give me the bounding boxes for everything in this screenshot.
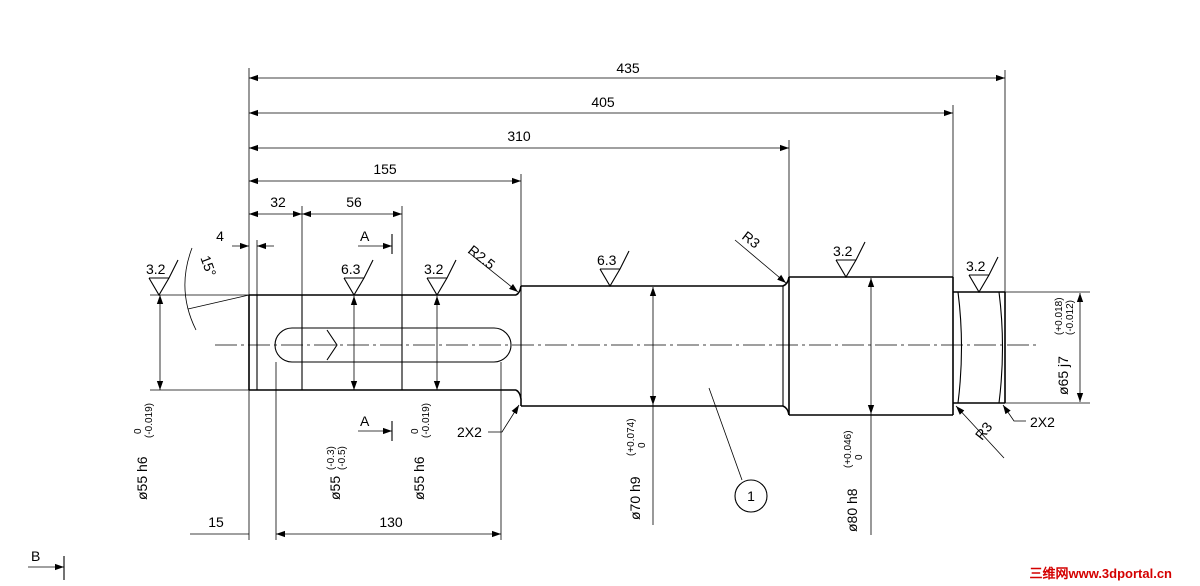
- dia-70-base: ø70 h9: [627, 476, 643, 520]
- top-dimensions: 435 405 310 155 32 56 4: [216, 60, 1006, 540]
- dia-55-mid-base: ø55 h6: [411, 456, 427, 500]
- dim-4: 4: [216, 228, 224, 244]
- watermark: 三维网www.3dportal.cn: [1029, 566, 1172, 581]
- chamfer-left: 2X2: [457, 424, 482, 440]
- radius-r2-5: R2.5: [465, 242, 498, 273]
- shaft-outline: [248, 276, 1006, 416]
- section-a-bottom: A: [360, 413, 370, 429]
- dia-65-lower: (-0.012): [1065, 300, 1076, 335]
- dia-55-mid-upper: 0: [410, 428, 421, 434]
- dim-405: 405: [591, 94, 615, 110]
- roughness-symbol-2: 6.3: [341, 259, 374, 297]
- angle-15: 15°: [184, 247, 250, 331]
- roughness-symbol-1: 3.2: [146, 259, 179, 297]
- dim-56: 56: [346, 194, 362, 210]
- svg-text:3.2: 3.2: [833, 243, 853, 259]
- svg-text:6.3: 6.3: [597, 252, 617, 268]
- bottom-dimensions: 15 130: [190, 362, 502, 540]
- dim-310: 310: [507, 128, 531, 144]
- angle-label: 15°: [197, 253, 219, 278]
- chamfer-right: 2X2: [1030, 414, 1055, 430]
- dia-80-lower: 0: [854, 454, 865, 460]
- dia-55-mid-lower: (-0.019): [421, 403, 432, 438]
- dia-65-upper: (+0.018): [1054, 297, 1065, 335]
- keyway: [274, 295, 512, 390]
- dia-70-lower: 0: [637, 442, 648, 448]
- roughness-symbol-6: 3.2: [966, 256, 999, 294]
- dia-55-left-base: ø55 h6: [134, 456, 150, 500]
- svg-text:6.3: 6.3: [341, 261, 361, 277]
- roughness-symbol-4: 6.3: [597, 250, 630, 288]
- radius-r3-top: R3: [739, 228, 763, 252]
- radius-r3-bottom: R3: [972, 419, 996, 443]
- dia-55-key-upper: (-0.3): [326, 446, 337, 470]
- balloon-number: 1: [747, 488, 755, 504]
- diameter-dimensions: ø55 h6 0 (-0.019) ø55 (-0.3) (-0.5) ø55 …: [133, 278, 1090, 535]
- section-markers: A A B: [28, 228, 393, 580]
- dia-65-base: ø65 j7: [1055, 356, 1071, 395]
- dim-155: 155: [373, 161, 397, 177]
- dim-32: 32: [270, 194, 286, 210]
- dim-130: 130: [379, 514, 403, 530]
- dia-55-left-lower: (-0.019): [144, 403, 155, 438]
- part-balloon: 1: [708, 387, 768, 513]
- radius-leaders: R2.5 R3 R3: [465, 228, 1005, 459]
- dia-80-upper: (+0.046): [843, 430, 854, 468]
- dim-435: 435: [616, 60, 640, 76]
- view-b: B: [31, 548, 40, 564]
- svg-text:3.2: 3.2: [146, 261, 166, 277]
- dia-55-key-lower: (-0.5): [337, 446, 348, 470]
- dia-55-left-upper: 0: [133, 428, 144, 434]
- dim-15: 15: [208, 514, 224, 530]
- chamfer-leaders: 2X2 2X2: [457, 404, 1055, 440]
- section-a-top: A: [360, 228, 370, 244]
- roughness-symbol-3: 3.2: [424, 259, 457, 297]
- svg-text:3.2: 3.2: [966, 258, 986, 274]
- dia-70-upper: (+0.074): [626, 418, 637, 456]
- roughness-symbols: 3.2 6.3 3.2 6.3 3.2 3.2: [146, 241, 999, 297]
- dia-80-base: ø80 h8: [844, 488, 860, 532]
- roughness-symbol-5: 3.2: [833, 241, 866, 279]
- dia-55-key-base: ø55: [327, 476, 343, 500]
- svg-text:3.2: 3.2: [424, 261, 444, 277]
